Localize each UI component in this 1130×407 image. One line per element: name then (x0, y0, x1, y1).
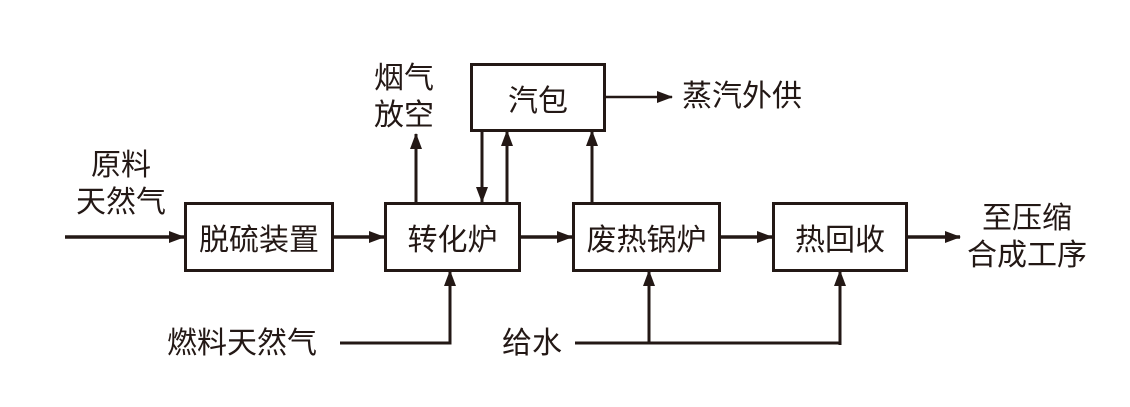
label-flue-gas: 烟气 放空 (374, 60, 434, 134)
label-fuel-gas: 燃料天然气 (167, 325, 317, 362)
node-reformer: 转化炉 (384, 202, 521, 272)
node-steam-drum-label: 汽包 (508, 83, 568, 119)
label-to-compression-line2: 合成工序 (967, 238, 1087, 273)
label-fuel-gas-text: 燃料天然气 (167, 326, 317, 361)
label-feed-gas: 原料 天然气 (70, 147, 172, 221)
node-desulfurization: 脱硫装置 (184, 202, 334, 272)
label-steam-export: 蒸汽外供 (682, 78, 802, 115)
node-steam-drum: 汽包 (470, 63, 606, 132)
label-feed-gas-line2: 天然气 (76, 185, 166, 220)
label-steam-export-text: 蒸汽外供 (682, 79, 802, 114)
node-heat-recovery-label: 热回收 (795, 223, 885, 258)
label-feed-water: 给水 (502, 325, 562, 362)
node-reformer-label: 转化炉 (407, 223, 498, 258)
arrow-fuel-to-reformer (340, 270, 456, 345)
label-feed-water-text: 给水 (502, 326, 562, 361)
label-flue-gas-line2: 放空 (374, 98, 434, 133)
node-desulfurization-label: 脱硫装置 (199, 223, 319, 258)
label-to-compression: 至压缩 合成工序 (962, 200, 1092, 274)
label-to-compression-line1: 至压缩 (982, 201, 1072, 236)
label-flue-gas-line1: 烟气 (374, 61, 434, 96)
node-heat-recovery: 热回收 (772, 202, 908, 272)
node-waste-heat-boiler: 废热锅炉 (572, 202, 721, 272)
node-waste-heat-boiler-label: 废热锅炉 (586, 223, 707, 258)
label-feed-gas-line1: 原料 (91, 148, 151, 183)
